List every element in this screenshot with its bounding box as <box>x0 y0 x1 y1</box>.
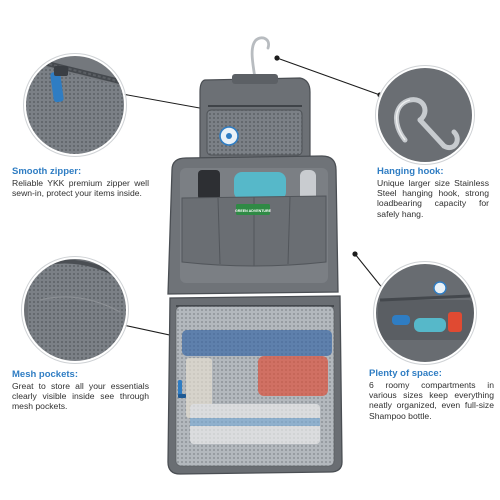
callout-title: Smooth zipper: <box>12 166 82 177</box>
hanging-hook-icon <box>250 36 270 80</box>
bag-brand-tag: GREEN ADVENTURE <box>235 209 272 213</box>
mesh-pocket-detail-circle <box>21 256 129 364</box>
callout-title: Hanging hook: <box>377 166 444 177</box>
callout-body: Reliable YKK premium zipper well sewn-in… <box>12 178 149 199</box>
hook-detail-circle <box>375 65 475 165</box>
callout-smooth-zipper: Smooth zipper: Reliable YKK premium zipp… <box>12 166 149 198</box>
callout-hanging-hook: Hanging hook: Unique larger size Stainle… <box>377 166 489 219</box>
bag-top-flap <box>199 74 311 163</box>
callout-body: Great to store all your essentials clear… <box>12 381 149 412</box>
bag-upper-compartment: GREEN ADVENTURE <box>167 155 339 295</box>
callout-title: Plenty of space: <box>369 368 442 379</box>
callout-title: Mesh pockets: <box>12 369 78 380</box>
bag-lower-compartment <box>167 295 343 475</box>
zipper-detail-circle <box>23 53 127 157</box>
callout-mesh-pockets: Mesh pockets: Great to store all your es… <box>12 369 149 412</box>
space-detail-circle <box>373 261 477 365</box>
callout-body: Unique larger size Stainless Steel hangi… <box>377 178 489 219</box>
callout-plenty-of-space: Plenty of space: 6 roomy compartments in… <box>369 368 494 421</box>
callout-body: 6 roomy compartments in various sizes ke… <box>369 380 494 421</box>
